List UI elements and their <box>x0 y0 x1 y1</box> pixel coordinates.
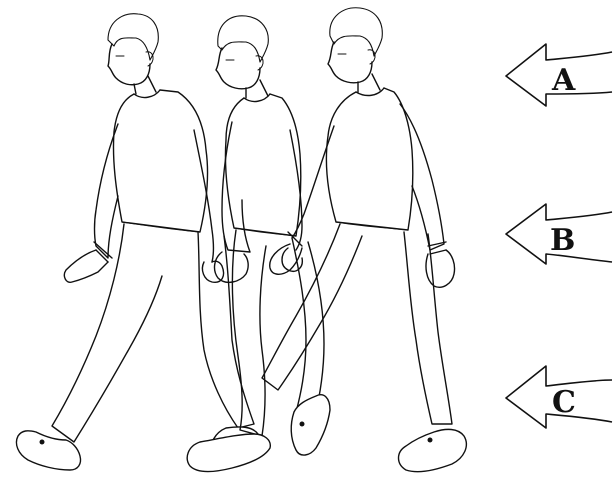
arrow-c: C <box>506 366 612 428</box>
walker-2-front-shoe <box>187 434 270 472</box>
arrow-b-label: B <box>550 223 575 258</box>
walker-2-back-leg <box>292 238 324 420</box>
walker-3-neck <box>358 74 380 92</box>
arrow-c-label: C <box>552 385 576 420</box>
walker-1-figure <box>16 14 259 470</box>
walker-3-front-leg <box>404 232 452 424</box>
walker-1-back-arm <box>194 130 214 262</box>
walker-2-front-hand <box>215 252 249 282</box>
walker-1-neck <box>134 76 156 94</box>
arrow-a: A <box>506 44 612 106</box>
walker-2-front-leg <box>232 230 266 436</box>
walker-2-back-shoe <box>291 395 330 455</box>
arrow-b: B <box>506 204 612 264</box>
walker-2-face <box>216 48 260 89</box>
walker-2-hair <box>218 16 269 62</box>
walker-3-front-arm <box>400 104 444 250</box>
walker-3-torso <box>326 88 412 230</box>
walker-3-shoe-eyelet <box>428 438 433 443</box>
walker-1-back-leg <box>198 232 254 428</box>
walker-1-face <box>108 44 150 85</box>
walker-3-face <box>328 42 372 83</box>
walker-1-front-shoe <box>16 431 80 470</box>
walker-1-front-arm <box>95 124 119 258</box>
walker-1-sweater-hem <box>122 222 200 232</box>
walker-2-neck <box>246 80 268 98</box>
walker-1-shoe-eyelet <box>40 440 45 445</box>
walker-2-figure <box>187 16 330 472</box>
walker-3-hair <box>330 8 382 56</box>
walker-3-front-shoe <box>399 429 467 471</box>
walker-2-collar <box>244 94 270 101</box>
walker-2-torso <box>225 94 300 236</box>
arrow-a-label: A <box>551 63 576 98</box>
walker-2-shoe-eyelet <box>300 422 305 427</box>
walker-1-torso <box>113 90 207 232</box>
walker-3-back-leg <box>262 224 362 390</box>
